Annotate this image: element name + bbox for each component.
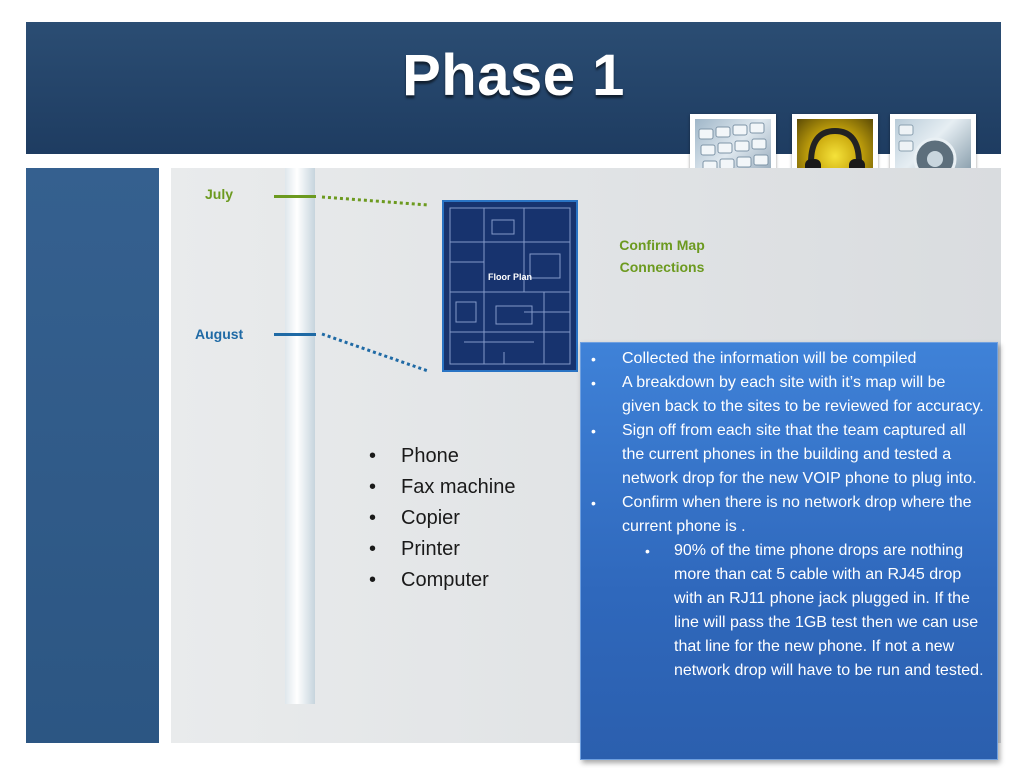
details-bullet: Collected the information will be compil… [581,347,987,371]
blueprint-icon [449,207,571,365]
details-box: Collected the information will be compil… [580,342,998,760]
list-item: Computer [369,565,516,596]
details-sub-bullet: 90% of the time phone drops are nothing … [581,539,987,683]
list-item: Printer [369,534,516,565]
header-banner: Phase 1 [26,22,1001,154]
july-tick [274,195,316,198]
device-list: Phone Fax machine Copier Printer Compute… [369,441,516,596]
details-bullet: Sign off from each site that the team ca… [581,419,987,491]
list-item: Phone [369,441,516,472]
list-item: Fax machine [369,472,516,503]
details-bullet: A breakdown by each site with it’s map w… [581,371,987,419]
left-decorative-panel [26,168,159,743]
august-tick [274,333,316,336]
floor-plan-label: Floor Plan [487,272,532,282]
slide-title: Phase 1 [402,43,625,108]
details-bullet: Confirm when there is no network drop wh… [581,491,987,539]
confirm-map-connections: Confirm Map Connections [619,237,705,275]
july-label: July [205,186,234,202]
timeline-bar [285,168,315,704]
details-list: Collected the information will be compil… [581,343,997,683]
list-item: Copier [369,503,516,534]
august-label: August [195,326,244,342]
floor-plan-image: Floor Plan [442,200,578,372]
